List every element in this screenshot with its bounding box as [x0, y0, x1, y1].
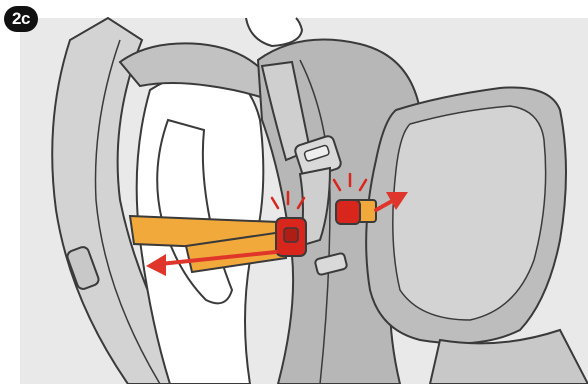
waist-buckle-red-left-button [284, 228, 298, 242]
step-badge: 2c [4, 6, 38, 32]
waist-buckle-red-right [336, 200, 360, 224]
